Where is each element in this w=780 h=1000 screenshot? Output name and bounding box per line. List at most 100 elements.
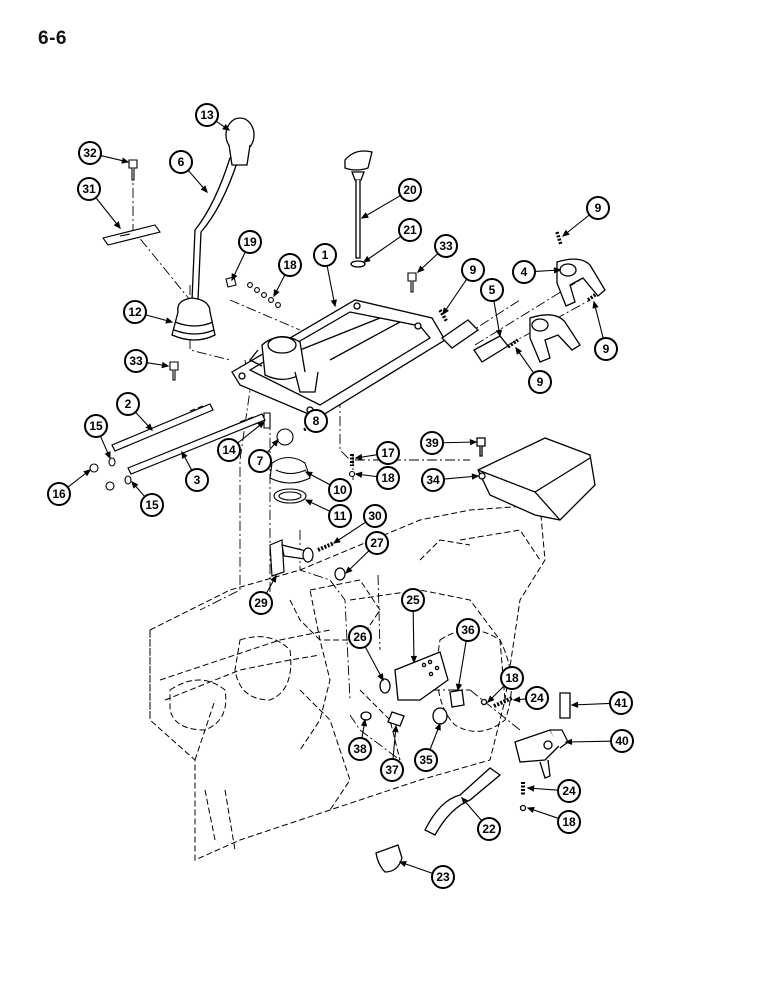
leader-line xyxy=(593,301,604,339)
callout-16: 16 xyxy=(47,482,71,506)
leader-lines xyxy=(67,120,612,874)
shift-forks xyxy=(440,258,606,363)
callout-18: 18 xyxy=(278,253,302,277)
callout-11-label: 11 xyxy=(334,509,347,523)
leader-arrowhead xyxy=(271,438,279,447)
leader-arrowhead xyxy=(145,423,153,432)
leader-line xyxy=(565,740,612,743)
callout-39: 39 xyxy=(420,431,444,455)
callout-5: 5 xyxy=(480,278,504,302)
leader-arrowhead xyxy=(561,229,570,237)
leader-arrowhead xyxy=(512,696,521,703)
callout-8: 8 xyxy=(304,409,328,433)
callout-1-label: 1 xyxy=(322,248,329,262)
callout-7-label: 7 xyxy=(257,454,264,468)
callout-19: 19 xyxy=(238,230,262,254)
transmission-housing-outline xyxy=(149,504,546,861)
callout-15-label: 15 xyxy=(89,419,103,433)
callout-33: 33 xyxy=(124,349,148,373)
callout-27-label: 27 xyxy=(370,536,384,550)
leader-arrowhead xyxy=(570,701,579,708)
callout-38: 38 xyxy=(348,737,372,761)
leader-line xyxy=(442,278,468,315)
callout-24: 24 xyxy=(557,779,581,803)
callout-15: 15 xyxy=(140,493,164,517)
callout-35: 35 xyxy=(414,748,438,772)
callout-29: 29 xyxy=(249,591,273,615)
o-ring xyxy=(350,260,366,268)
leader-line xyxy=(457,640,467,691)
callout-21-label: 21 xyxy=(403,223,417,237)
callout-12: 12 xyxy=(123,300,147,324)
callout-24-label: 24 xyxy=(530,691,544,705)
callout-23: 23 xyxy=(431,865,455,889)
callout-20-label: 20 xyxy=(403,183,417,197)
leader-arrowhead xyxy=(592,300,599,309)
callout-24: 24 xyxy=(525,686,549,710)
leader-arrowhead xyxy=(398,861,407,867)
callout-39-label: 39 xyxy=(425,436,439,450)
leader-arrowhead xyxy=(222,123,231,131)
callout-21: 21 xyxy=(398,218,422,242)
callout-31-label: 31 xyxy=(82,182,96,196)
callout-40: 40 xyxy=(610,729,634,753)
gearshift-cover xyxy=(231,299,446,419)
callout-17-label: 17 xyxy=(381,446,395,460)
callout-26: 26 xyxy=(348,625,372,649)
callout-40-label: 40 xyxy=(615,734,629,748)
callout-3: 3 xyxy=(185,468,209,492)
callout-18-label: 18 xyxy=(562,815,576,829)
leader-arrowhead xyxy=(434,722,441,731)
callout-30: 30 xyxy=(363,504,387,528)
callout-34: 34 xyxy=(421,468,445,492)
leader-arrowhead xyxy=(161,361,170,369)
leader-line xyxy=(361,195,401,219)
callout-22-label: 22 xyxy=(482,822,496,836)
callout-11: 11 xyxy=(328,504,352,528)
leader-line xyxy=(364,646,384,681)
leader-line xyxy=(412,610,415,663)
callout-9-label: 9 xyxy=(595,201,602,215)
callout-9-label: 9 xyxy=(537,375,544,389)
callout-8-label: 8 xyxy=(313,414,320,428)
callout-10-label: 10 xyxy=(333,483,347,497)
callout-32: 32 xyxy=(78,141,102,165)
callout-2: 2 xyxy=(116,392,140,416)
shift-boot xyxy=(171,297,216,341)
leader-arrowhead xyxy=(231,273,238,282)
leader-arrowhead xyxy=(332,537,341,544)
leader-arrowhead xyxy=(564,738,573,746)
callout-25-label: 25 xyxy=(406,593,420,607)
callout-18: 18 xyxy=(500,666,524,690)
callout-36-label: 36 xyxy=(461,623,475,637)
leader-arrowhead xyxy=(104,451,111,460)
callout-9-label: 9 xyxy=(603,342,610,356)
leader-arrowhead xyxy=(362,255,371,263)
callout-4-label: 4 xyxy=(521,265,528,279)
callout-26-label: 26 xyxy=(353,630,367,644)
callout-23-label: 23 xyxy=(436,870,450,884)
leader-arrowhead xyxy=(113,221,121,230)
callout-37-label: 37 xyxy=(385,763,399,777)
shift-lever xyxy=(191,117,255,301)
leader-arrowhead xyxy=(471,473,480,480)
callout-1: 1 xyxy=(313,243,337,267)
callout-9: 9 xyxy=(586,196,610,220)
callout-18-label: 18 xyxy=(505,671,519,685)
leader-arrowhead xyxy=(200,185,208,194)
callout-9: 9 xyxy=(528,370,552,394)
leader-arrowhead xyxy=(526,785,535,792)
callout-7: 7 xyxy=(248,449,272,473)
callout-25: 25 xyxy=(401,588,425,612)
callout-24-label: 24 xyxy=(562,784,576,798)
leader-arrowhead xyxy=(354,453,363,461)
callout-15: 15 xyxy=(84,414,108,438)
callout-34-label: 34 xyxy=(426,473,440,487)
leader-line xyxy=(363,235,402,263)
callout-17: 17 xyxy=(376,441,400,465)
dipstick xyxy=(344,150,373,268)
leader-arrowhead xyxy=(330,299,337,308)
leader-arrowhead xyxy=(469,438,478,446)
leader-arrowhead xyxy=(526,806,535,813)
callout-14: 14 xyxy=(217,438,241,462)
